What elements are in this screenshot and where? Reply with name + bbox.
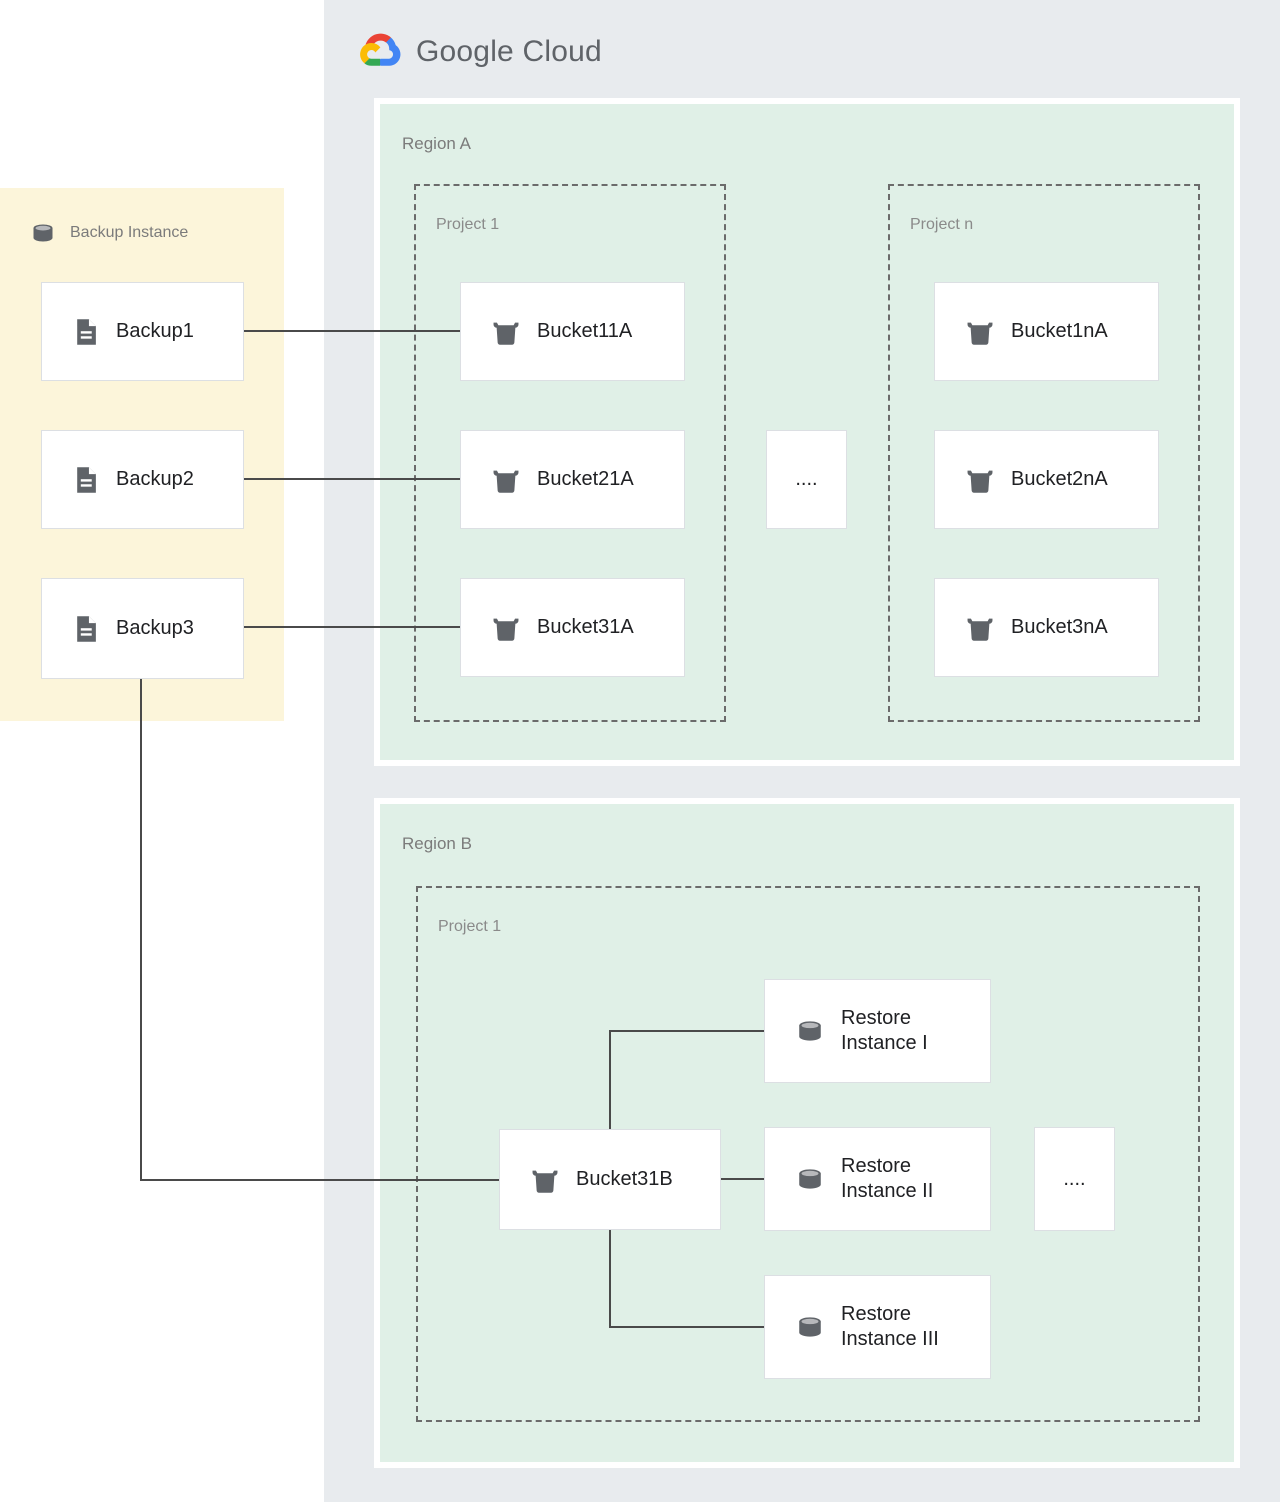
node-backup2[interactable]: Backup2 <box>41 430 244 529</box>
storage-bucket-icon <box>967 470 993 493</box>
node-label: Bucket2nA <box>1011 468 1108 490</box>
node-bucket21a[interactable]: Bucket21A <box>460 430 685 529</box>
google-cloud-wordmark: Google Cloud <box>416 35 602 69</box>
document-icon <box>77 318 96 345</box>
database-cylinder-icon <box>33 224 53 242</box>
brand-word-google: Google <box>416 35 514 68</box>
region-b-label: Region B <box>402 834 472 853</box>
node-bucket1na[interactable]: Bucket1nA <box>934 282 1159 381</box>
node-bucket11a[interactable]: Bucket11A <box>460 282 685 381</box>
region-a-project-n-box: Project n <box>888 184 1200 722</box>
google-cloud-brand: Google Cloud <box>358 30 602 74</box>
node-restore-instance-i[interactable]: Restore Instance I <box>764 979 991 1083</box>
storage-bucket-icon <box>493 322 519 345</box>
node-restore-instance-ii[interactable]: Restore Instance II <box>764 1127 991 1231</box>
google-cloud-logo-icon <box>360 33 401 66</box>
ellipsis-label: .... <box>795 468 818 490</box>
node-bucket3na[interactable]: Bucket3nA <box>934 578 1159 677</box>
node-label: Bucket31B <box>576 1168 673 1190</box>
brand-word-cloud: Cloud <box>522 35 602 68</box>
node-label: Backup2 <box>116 468 194 490</box>
node-label: Bucket1nA <box>1011 320 1108 342</box>
backup-instance-title: Backup Instance <box>70 224 189 241</box>
storage-bucket-icon <box>967 322 993 345</box>
node-label: Bucket11A <box>537 320 633 342</box>
database-cylinder-icon <box>799 1021 821 1041</box>
node-label: Restore Instance III <box>841 1303 939 1350</box>
region-b-ellipsis-box: .... <box>1034 1127 1115 1231</box>
region-a-project-1-box: Project 1 <box>414 184 726 722</box>
node-label: Backup3 <box>116 617 194 639</box>
node-bucket2na[interactable]: Bucket2nA <box>934 430 1159 529</box>
node-label: Bucket31A <box>537 616 634 638</box>
node-bucket31b[interactable]: Bucket31B <box>499 1129 721 1230</box>
node-label: Restore Instance II <box>841 1155 934 1202</box>
database-cylinder-icon <box>799 1317 821 1337</box>
ellipsis-label: .... <box>1063 1167 1086 1190</box>
backup-instance-header: Backup Instance <box>28 218 188 248</box>
node-label: Bucket3nA <box>1011 616 1108 638</box>
document-icon <box>77 615 96 642</box>
storage-bucket-icon <box>532 1170 558 1193</box>
region-a-ellipsis-box: .... <box>766 430 847 529</box>
region-a-project-1-label: Project 1 <box>436 216 500 233</box>
storage-bucket-icon <box>493 470 519 493</box>
database-cylinder-icon <box>799 1169 821 1189</box>
node-restore-instance-iii[interactable]: Restore Instance III <box>764 1275 991 1379</box>
node-label: Bucket21A <box>537 468 634 490</box>
storage-bucket-icon <box>967 618 993 641</box>
region-a-project-n-label: Project n <box>910 216 974 233</box>
node-label: Restore Instance I <box>841 1007 928 1054</box>
node-backup3[interactable]: Backup3 <box>41 578 244 679</box>
region-a-label: Region A <box>402 134 471 153</box>
storage-bucket-icon <box>493 618 519 641</box>
node-bucket31a[interactable]: Bucket31A <box>460 578 685 677</box>
node-backup1[interactable]: Backup1 <box>41 282 244 381</box>
node-label: Backup1 <box>116 320 194 342</box>
region-b-project-1-label: Project 1 <box>438 918 502 935</box>
document-icon <box>77 466 96 493</box>
